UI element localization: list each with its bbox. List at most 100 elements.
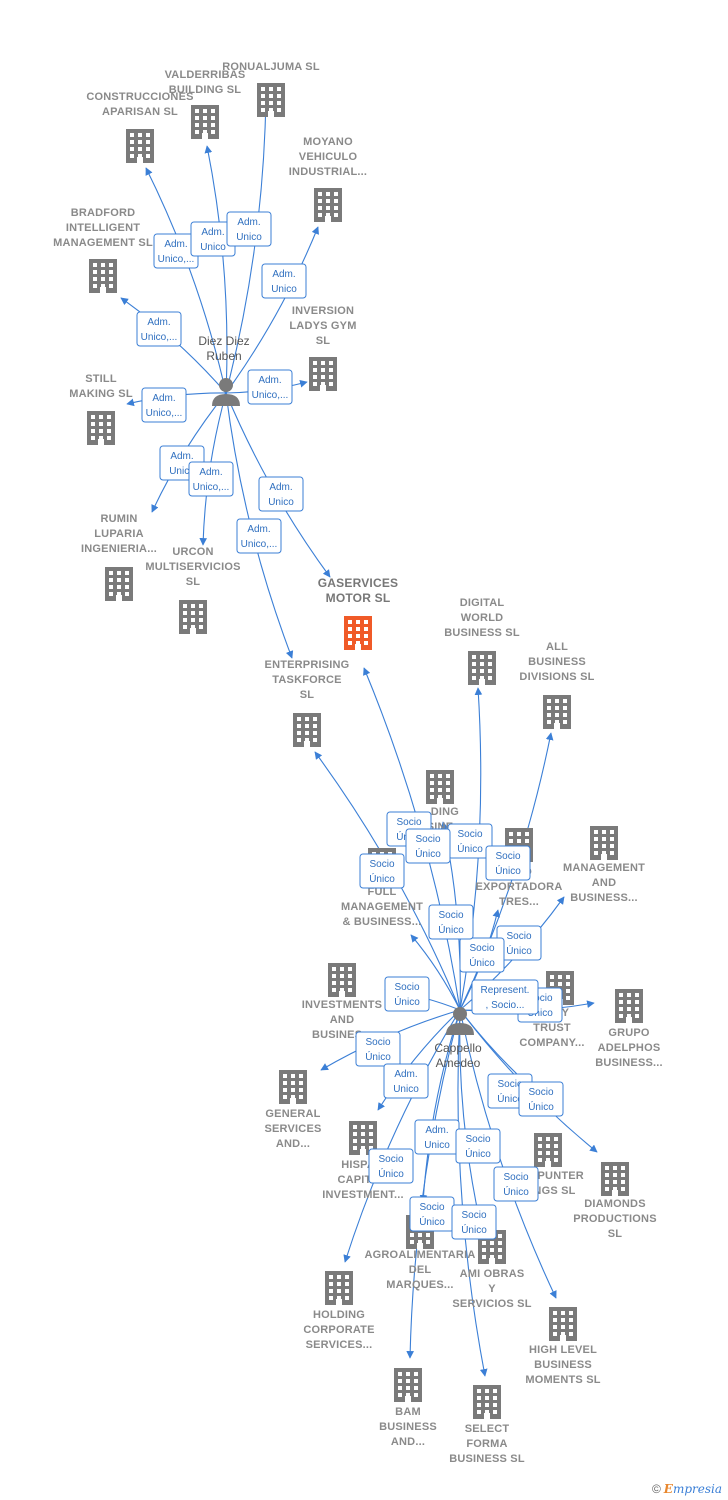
node-label-selectforma: FORMA: [466, 1438, 507, 1450]
edge-label-text: Socio: [528, 1087, 553, 1098]
edge-label-text: Único: [503, 1185, 529, 1198]
node-management[interactable]: MANAGEMENTANDBUSINESS...: [563, 826, 645, 904]
edge-label-diez-gaservices[interactable]: Adm.Unico: [258, 476, 304, 512]
edge-label-diez-construcciones[interactable]: Adm.Unico,...: [153, 233, 199, 269]
edge-label-text: Único: [378, 1167, 404, 1180]
edge-label-text: Único: [461, 1223, 487, 1236]
edge-label-text: Único: [497, 1092, 523, 1105]
edge-label-text: Socio: [495, 851, 520, 862]
edge-label-text: Socio: [394, 982, 419, 993]
node-label-quality: TRUST: [533, 1022, 571, 1034]
node-label-holdingcorp: CORPORATE: [303, 1324, 374, 1336]
edge-label-text: Socio: [497, 1079, 522, 1090]
edge-label-diez-ronualjuma[interactable]: Adm.Unico: [226, 211, 272, 247]
edge-label-text: Unico,...: [146, 408, 183, 419]
node-label-highlevel: HIGH LEVEL: [529, 1344, 597, 1356]
edge-label-cappello-adelphos[interactable]: Represent., Socio...: [471, 979, 539, 1015]
edge-label-text: Unico: [393, 1084, 419, 1095]
edge-label-text: Adm.: [147, 317, 170, 328]
edge-label-text: Socio: [438, 910, 463, 921]
node-label-enterprising: SL: [300, 689, 315, 701]
edge-label-text: Socio: [461, 1210, 486, 1221]
node-label-digital: WORLD: [461, 612, 504, 624]
edge-label-diez-inversion[interactable]: Adm.Unico,...: [247, 369, 293, 405]
node-label-holdingcorp: SERVICES...: [306, 1339, 373, 1351]
edge-label-text: Único: [369, 872, 395, 885]
node-label-diez: Diez Diez: [198, 334, 249, 348]
node-bam[interactable]: BAMBUSINESSAND...: [379, 1368, 437, 1448]
edge-label-text: Socio: [465, 1134, 490, 1145]
edge-label-diez-urcon[interactable]: Adm.Unico,...: [188, 461, 234, 497]
edge-label-cappello-hispa[interactable]: Adm.Unico: [383, 1063, 429, 1099]
node-label-investments: INVESTMENTS: [302, 999, 382, 1011]
building-icon: [105, 567, 133, 601]
node-hispa[interactable]: HISPA...CAPITA...INVESTMENT...: [322, 1121, 404, 1201]
node-label-fullmgmt: MANAGEMENT: [341, 901, 423, 913]
edge-label-text: Adm.: [258, 375, 281, 386]
node-label-quality: COMPANY...: [519, 1037, 584, 1049]
node-label-selectforma: SELECT: [465, 1423, 510, 1435]
node-label-diamonds: SL: [608, 1228, 623, 1240]
edge-diez-construcciones: [145, 167, 227, 394]
building-icon: [89, 259, 117, 293]
node-moyano[interactable]: MOYANOVEHICULOINDUSTRIAL...: [289, 136, 367, 222]
edge-label-text: Socio: [369, 859, 394, 870]
node-investments[interactable]: INVESTMENTSANDBUSINES...: [302, 963, 382, 1041]
edge-label-cappello-agroalimentaria[interactable]: Adm.Unico: [414, 1119, 460, 1155]
edge-diez-moyano: [225, 226, 319, 394]
edge-label-diez-bradford[interactable]: Adm.Unico,...: [136, 311, 182, 347]
edge-label-text: Único: [506, 944, 532, 957]
edge-label-diez-moyano[interactable]: Adm.Unico: [261, 263, 307, 299]
edge-cappello-amiobras: [459, 1009, 483, 1223]
edge-label-text: Represent.: [481, 985, 530, 996]
node-label-agroalimentaria: MARQUES...: [386, 1279, 453, 1291]
node-ronualjuma[interactable]: RONUALJUMA SL: [222, 61, 320, 117]
edge-label-text: Unico,...: [193, 482, 230, 493]
node-rumin[interactable]: RUMINLUPARIAINGENIERIA...: [81, 513, 157, 601]
edge-label-diez-valderribas[interactable]: Adm.Unico: [190, 221, 236, 257]
edge-label-diez-still[interactable]: Adm.Unico,...: [141, 387, 187, 423]
edge-labels-layer: Adm.Unico,...Adm.UnicoAdm.UnicoAdm.Unico…: [136, 211, 564, 1240]
building-icon: [468, 651, 496, 685]
node-holdingcorp[interactable]: HOLDINGCORPORATESERVICES...: [303, 1271, 374, 1351]
node-label-valderribas: BUILDING SL: [169, 84, 242, 96]
node-label-inversion: LADYS GYM: [289, 320, 356, 332]
building-icon: [309, 357, 337, 391]
node-general[interactable]: GENERALSERVICESAND...: [264, 1070, 321, 1150]
brand-logo[interactable]: Empresia: [664, 1482, 722, 1496]
node-adelphos[interactable]: GRUPOADELPHOSBUSINESS...: [595, 989, 663, 1069]
edge-label-text: Unico: [424, 1140, 450, 1151]
edge-label-diez-enterprising[interactable]: Adm.Unico,...: [236, 518, 282, 554]
